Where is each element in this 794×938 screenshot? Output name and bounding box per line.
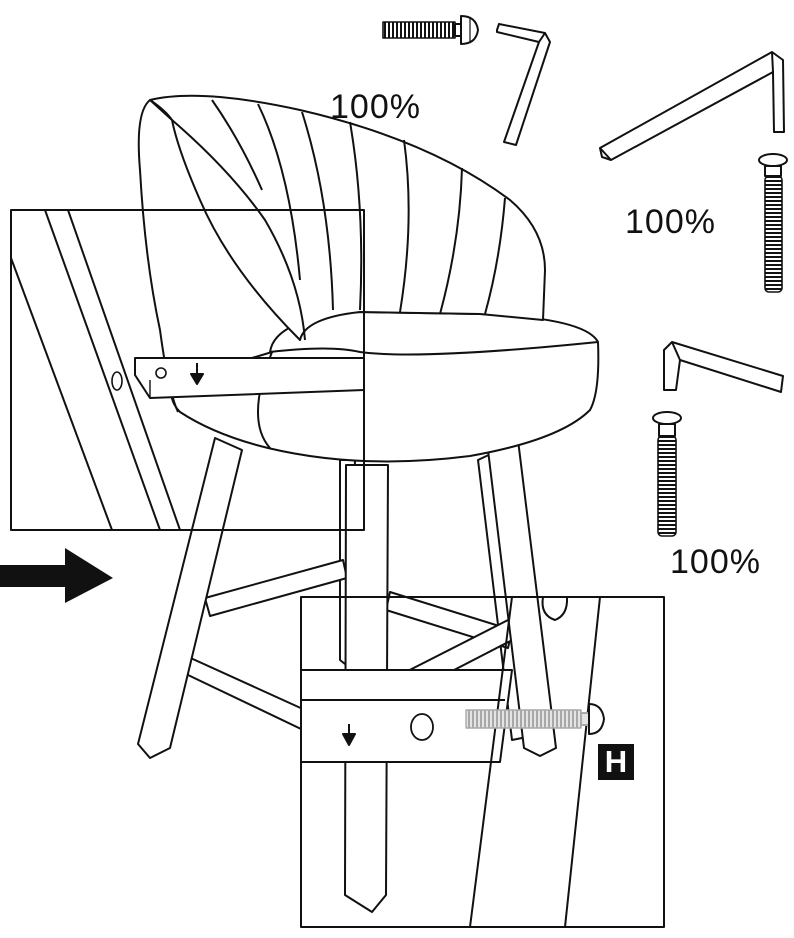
part-label-badge: H: [598, 744, 634, 780]
scale-label-small-allen-key: 100%: [670, 543, 761, 581]
detail-inset-seat-bracket: [10, 209, 365, 531]
hardware-bolt-lower: [652, 411, 682, 537]
chair-footrest: [183, 559, 521, 751]
hardware-bolt-top: [382, 15, 479, 45]
arrow-down-icon: [190, 363, 204, 385]
hardware-bolt-right: [758, 153, 788, 293]
hardware-allen-key-large: [599, 51, 785, 161]
scale-label-top-bolt: 100%: [330, 88, 421, 126]
detail-inset-leg-bracket: [300, 596, 665, 928]
arrow-right-icon: [0, 548, 113, 603]
hardware-allen-key-small-top: [496, 23, 551, 146]
hardware-allen-key-small-right: [663, 341, 784, 393]
scale-label-large-allen-key: 100%: [625, 203, 716, 241]
hardware-bolt-inserted: [465, 709, 590, 729]
chair-back: [137, 94, 546, 413]
bolt-head: [588, 703, 605, 735]
arrow-down-icon: [342, 724, 356, 746]
